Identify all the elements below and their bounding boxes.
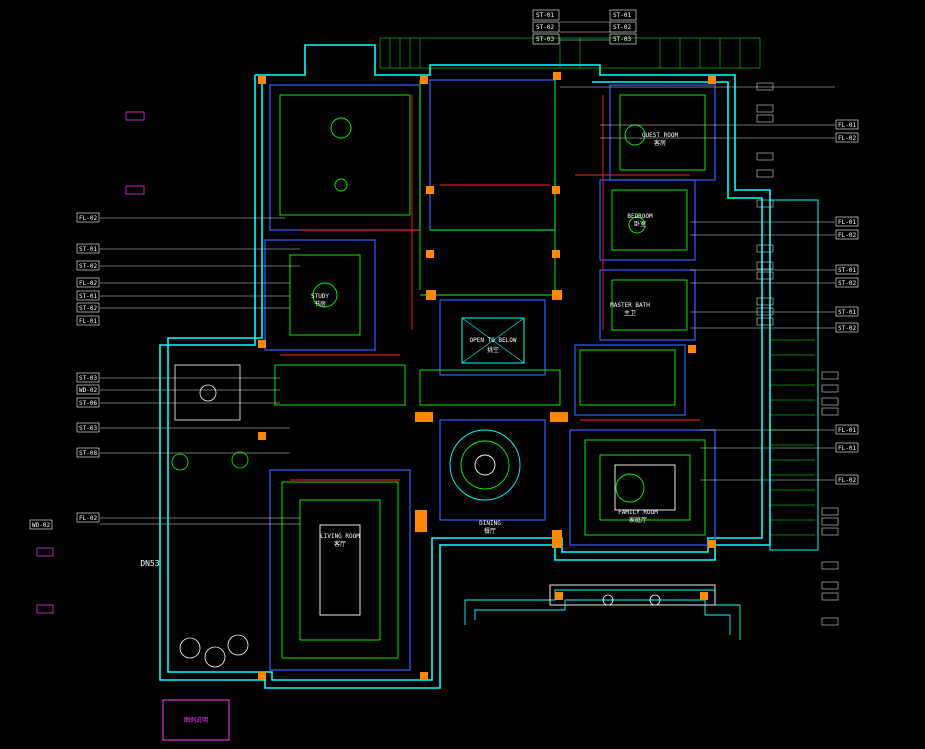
left-tag-13: FL-02: [79, 515, 97, 522]
top-right-tag-3: ST-03: [613, 36, 631, 43]
room-sub-living: 客厅: [334, 540, 346, 548]
left-tag-10: ST-06: [79, 400, 97, 407]
magenta-tags: [36, 111, 145, 614]
right-tag-11: FL-02: [838, 477, 856, 484]
left-tag-3: ST-02: [79, 263, 97, 270]
left-tag-8: ST-03: [79, 375, 97, 382]
top-right-tag-1: ST-01: [613, 12, 631, 19]
room-label-living: LIVING ROOM: [320, 533, 360, 540]
left-tag-11: ST-03: [79, 425, 97, 432]
right-tag-6: ST-02: [838, 280, 856, 287]
left-tag-4: FL-02: [79, 280, 97, 287]
left-tag-14: WD-02: [32, 522, 50, 529]
right-tag-5: ST-01: [838, 267, 856, 274]
left-tag-9: WD-02: [79, 387, 97, 394]
left-tag-12: ST-08: [79, 450, 97, 457]
right-tag-8: ST-02: [838, 325, 856, 332]
legend-box: 图例说明: [162, 699, 230, 741]
top-tag-3: ST-03: [536, 36, 554, 43]
legend-box-text: 图例说明: [184, 716, 208, 724]
open-to-below: [461, 317, 525, 364]
room-labels: OPEN TO BELOW 挑空 LIVING ROOM 客厅 FAMILY R…: [140, 132, 678, 568]
right-tag-7: ST-01: [838, 309, 856, 316]
room-sub-guest: 客房: [654, 139, 666, 147]
bottom-terrace: [464, 584, 741, 640]
right-tags: FL-01 FL-02 FL-01 FL-02 ST-01 ST-02 ST-0…: [835, 119, 859, 485]
right-tag-3: FL-01: [838, 219, 856, 226]
room-label-study: STUDY: [311, 293, 329, 300]
right-tag-9: FL-01: [838, 427, 856, 434]
room-sub-dining: 餐厅: [484, 527, 496, 535]
left-tag-6: ST-02: [79, 305, 97, 312]
room-label-bath: MASTER BATH: [610, 302, 650, 309]
room-label-dining: DINING: [479, 520, 501, 527]
left-tag-7: FL-01: [79, 318, 97, 325]
top-tags: ST-01 ST-02 ST-03 ST-01 ST-02 ST-03: [532, 9, 637, 45]
top-right-tag-2: ST-02: [613, 24, 631, 31]
terrace-furniture: [171, 364, 661, 668]
top-tag-1: ST-01: [536, 12, 554, 19]
left-tag-5: ST-01: [79, 293, 97, 300]
right-annotation-stubs: [756, 82, 839, 626]
room-sub-bedroom: 卧室: [634, 220, 646, 228]
room-sub-bath: 主卫: [624, 309, 636, 317]
room-label-guest: GUEST ROOM: [642, 132, 679, 139]
room-label-dn: DN53: [140, 559, 159, 568]
ceiling-details: [274, 80, 706, 659]
room-sub-open-to-below: 挑空: [487, 346, 499, 354]
top-balcony: [379, 37, 761, 69]
leader-lines: [100, 21, 835, 525]
right-tag-2: FL-02: [838, 135, 856, 142]
room-label-open-to-below: OPEN TO BELOW: [470, 337, 517, 344]
left-tags: FL-02 ST-01 ST-02 FL-02 ST-01 ST-02 FL-0…: [29, 212, 100, 530]
right-tag-10: FL-01: [838, 445, 856, 452]
left-tag-2: ST-01: [79, 246, 97, 253]
room-label-family: FAMILY ROOM: [618, 509, 658, 516]
room-sub-study: 书房: [314, 300, 326, 308]
right-tag-4: FL-02: [838, 232, 856, 239]
room-sub-family: 家庭厅: [629, 516, 647, 524]
right-tag-1: FL-01: [838, 122, 856, 129]
structural-columns: [258, 72, 716, 680]
room-label-bedroom: BEDROOM: [627, 213, 653, 220]
red-markings: [280, 95, 700, 481]
top-tag-2: ST-02: [536, 24, 554, 31]
left-tag-1: FL-02: [79, 215, 97, 222]
